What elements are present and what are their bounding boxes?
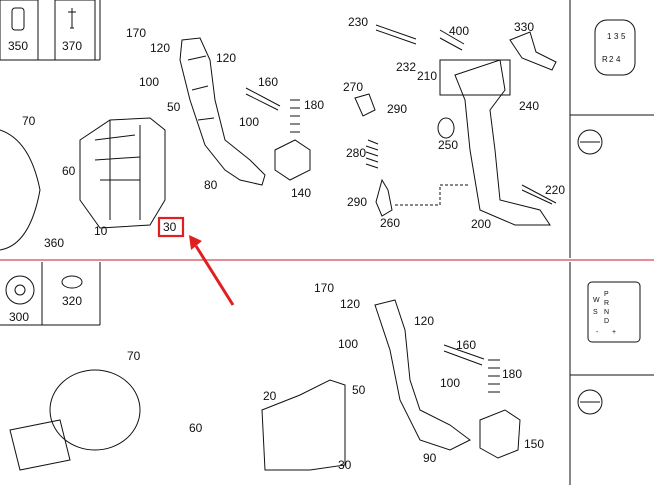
shift-manual-4: 4: [616, 55, 621, 64]
part-250-part: [437, 117, 455, 139]
fuel-cap-icon-bottom: [577, 389, 603, 415]
part-label-120-top-a[interactable]: 120: [150, 41, 171, 55]
shift-manual-2: 2: [609, 55, 614, 64]
part-label-250[interactable]: 250: [438, 138, 459, 152]
part-label-200[interactable]: 200: [471, 217, 492, 231]
shift-auto-plus: +: [612, 329, 617, 336]
part-80-pedal: [179, 37, 266, 186]
part-label-180-top[interactable]: 180: [304, 98, 325, 112]
part-label-330[interactable]: 330: [514, 20, 535, 34]
part-label-50-bottom[interactable]: 50: [352, 383, 366, 397]
part-label-120-bottom-b[interactable]: 120: [414, 314, 435, 328]
shift-auto-d: D: [604, 318, 610, 325]
part-label-100-top-a[interactable]: 100: [139, 75, 160, 89]
part-label-10[interactable]: 10: [94, 224, 108, 238]
part-booster-bottom: [49, 369, 141, 451]
part-320-cap: [61, 275, 83, 289]
part-label-270[interactable]: 270: [343, 80, 364, 94]
part-label-30-bottom[interactable]: 30: [338, 458, 352, 472]
part-label-290-top[interactable]: 290: [387, 102, 408, 116]
part-400-pin: [439, 29, 465, 51]
part-label-230[interactable]: 230: [348, 15, 369, 29]
part-label-70-bottom[interactable]: 70: [127, 349, 141, 363]
part-label-280[interactable]: 280: [346, 146, 367, 160]
part-label-120-top-b[interactable]: 120: [216, 51, 237, 65]
part-label-170-top[interactable]: 170: [126, 26, 147, 40]
part-label-232[interactable]: 232: [396, 60, 417, 74]
part-label-140[interactable]: 140: [291, 186, 312, 200]
bracket-200: [439, 59, 511, 96]
part-20-housing: [261, 379, 346, 471]
part-label-50-top[interactable]: 50: [167, 100, 181, 114]
part-label-400[interactable]: 400: [449, 24, 470, 38]
part-label-360[interactable]: 360: [44, 236, 65, 250]
shift-auto-p: P: [604, 291, 609, 298]
part-90-pedal: [374, 299, 471, 451]
part-350-drawing: [11, 7, 25, 31]
callout-arrow-shaft: [194, 245, 235, 306]
part-label-160-bottom[interactable]: 160: [456, 338, 477, 352]
shift-manual-1: 1: [607, 32, 612, 41]
part-label-290-mid[interactable]: 290: [347, 195, 368, 209]
shift-knob-auto: [587, 281, 641, 343]
shift-auto-s: S: [593, 309, 598, 316]
part-270-part: [354, 93, 376, 117]
shift-manual-r: R: [602, 55, 608, 64]
part-label-120-bottom-a[interactable]: 120: [340, 297, 361, 311]
part-label-260[interactable]: 260: [380, 216, 401, 230]
fuel-cap-icon-top: [577, 129, 603, 155]
part-label-80[interactable]: 80: [204, 178, 218, 192]
part-label-220[interactable]: 220: [545, 183, 566, 197]
shift-manual-3: 3: [614, 32, 619, 41]
part-label-210[interactable]: 210: [417, 69, 438, 83]
part-label-160-top[interactable]: 160: [258, 75, 279, 89]
part-label-150[interactable]: 150: [524, 437, 545, 451]
part-label-320[interactable]: 320: [62, 294, 83, 308]
part-label-30-top-highlighted[interactable]: 30: [163, 220, 177, 234]
part-160-bolt-top: [245, 87, 281, 111]
part-300-bushing: [5, 275, 35, 305]
part-label-100-top-b[interactable]: 100: [239, 115, 260, 129]
part-label-240[interactable]: 240: [519, 99, 540, 113]
part-10-housing: [79, 117, 166, 229]
part-180-spring-top: [290, 99, 300, 133]
shift-knob-manual: [594, 19, 636, 76]
part-220-part: [521, 184, 557, 205]
part-260-part: [375, 178, 393, 217]
part-150-pad: [479, 409, 521, 459]
part-230-rod: [375, 24, 417, 45]
part-label-100-bottom-a[interactable]: 100: [338, 337, 359, 351]
shift-manual-5: 5: [621, 32, 626, 41]
part-master-cylinder: [9, 419, 71, 471]
highlight-box: [157, 216, 185, 238]
part-label-350[interactable]: 350: [8, 39, 29, 53]
part-label-70-top[interactable]: 70: [22, 114, 36, 128]
callout-arrow-head: [189, 235, 202, 250]
part-label-60-bottom[interactable]: 60: [189, 421, 203, 435]
shift-auto-minus: -: [596, 329, 599, 336]
part-label-60-top[interactable]: 60: [62, 164, 76, 178]
part-label-170-bottom[interactable]: 170: [314, 281, 335, 295]
part-label-300[interactable]: 300: [9, 310, 30, 324]
shift-auto-n: N: [604, 309, 610, 316]
part-label-370[interactable]: 370: [62, 39, 83, 53]
part-booster-top: [0, 129, 41, 251]
part-label-180-bottom[interactable]: 180: [502, 367, 523, 381]
linkage-line-top: [395, 184, 470, 206]
part-label-20[interactable]: 20: [263, 389, 277, 403]
part-180-spring-bottom: [488, 359, 500, 393]
part-280-spring: [365, 139, 379, 169]
part-330-sensor: [509, 31, 557, 71]
part-label-100-bottom-b[interactable]: 100: [440, 376, 461, 390]
part-370-drawing: [68, 8, 76, 29]
part-140-pad: [274, 139, 311, 181]
shift-auto-r: R: [604, 300, 610, 307]
part-label-90[interactable]: 90: [423, 451, 437, 465]
shift-auto-w: W: [593, 297, 600, 304]
part-160-bolt-bottom: [443, 344, 485, 366]
part-200-pedal: [454, 59, 551, 226]
